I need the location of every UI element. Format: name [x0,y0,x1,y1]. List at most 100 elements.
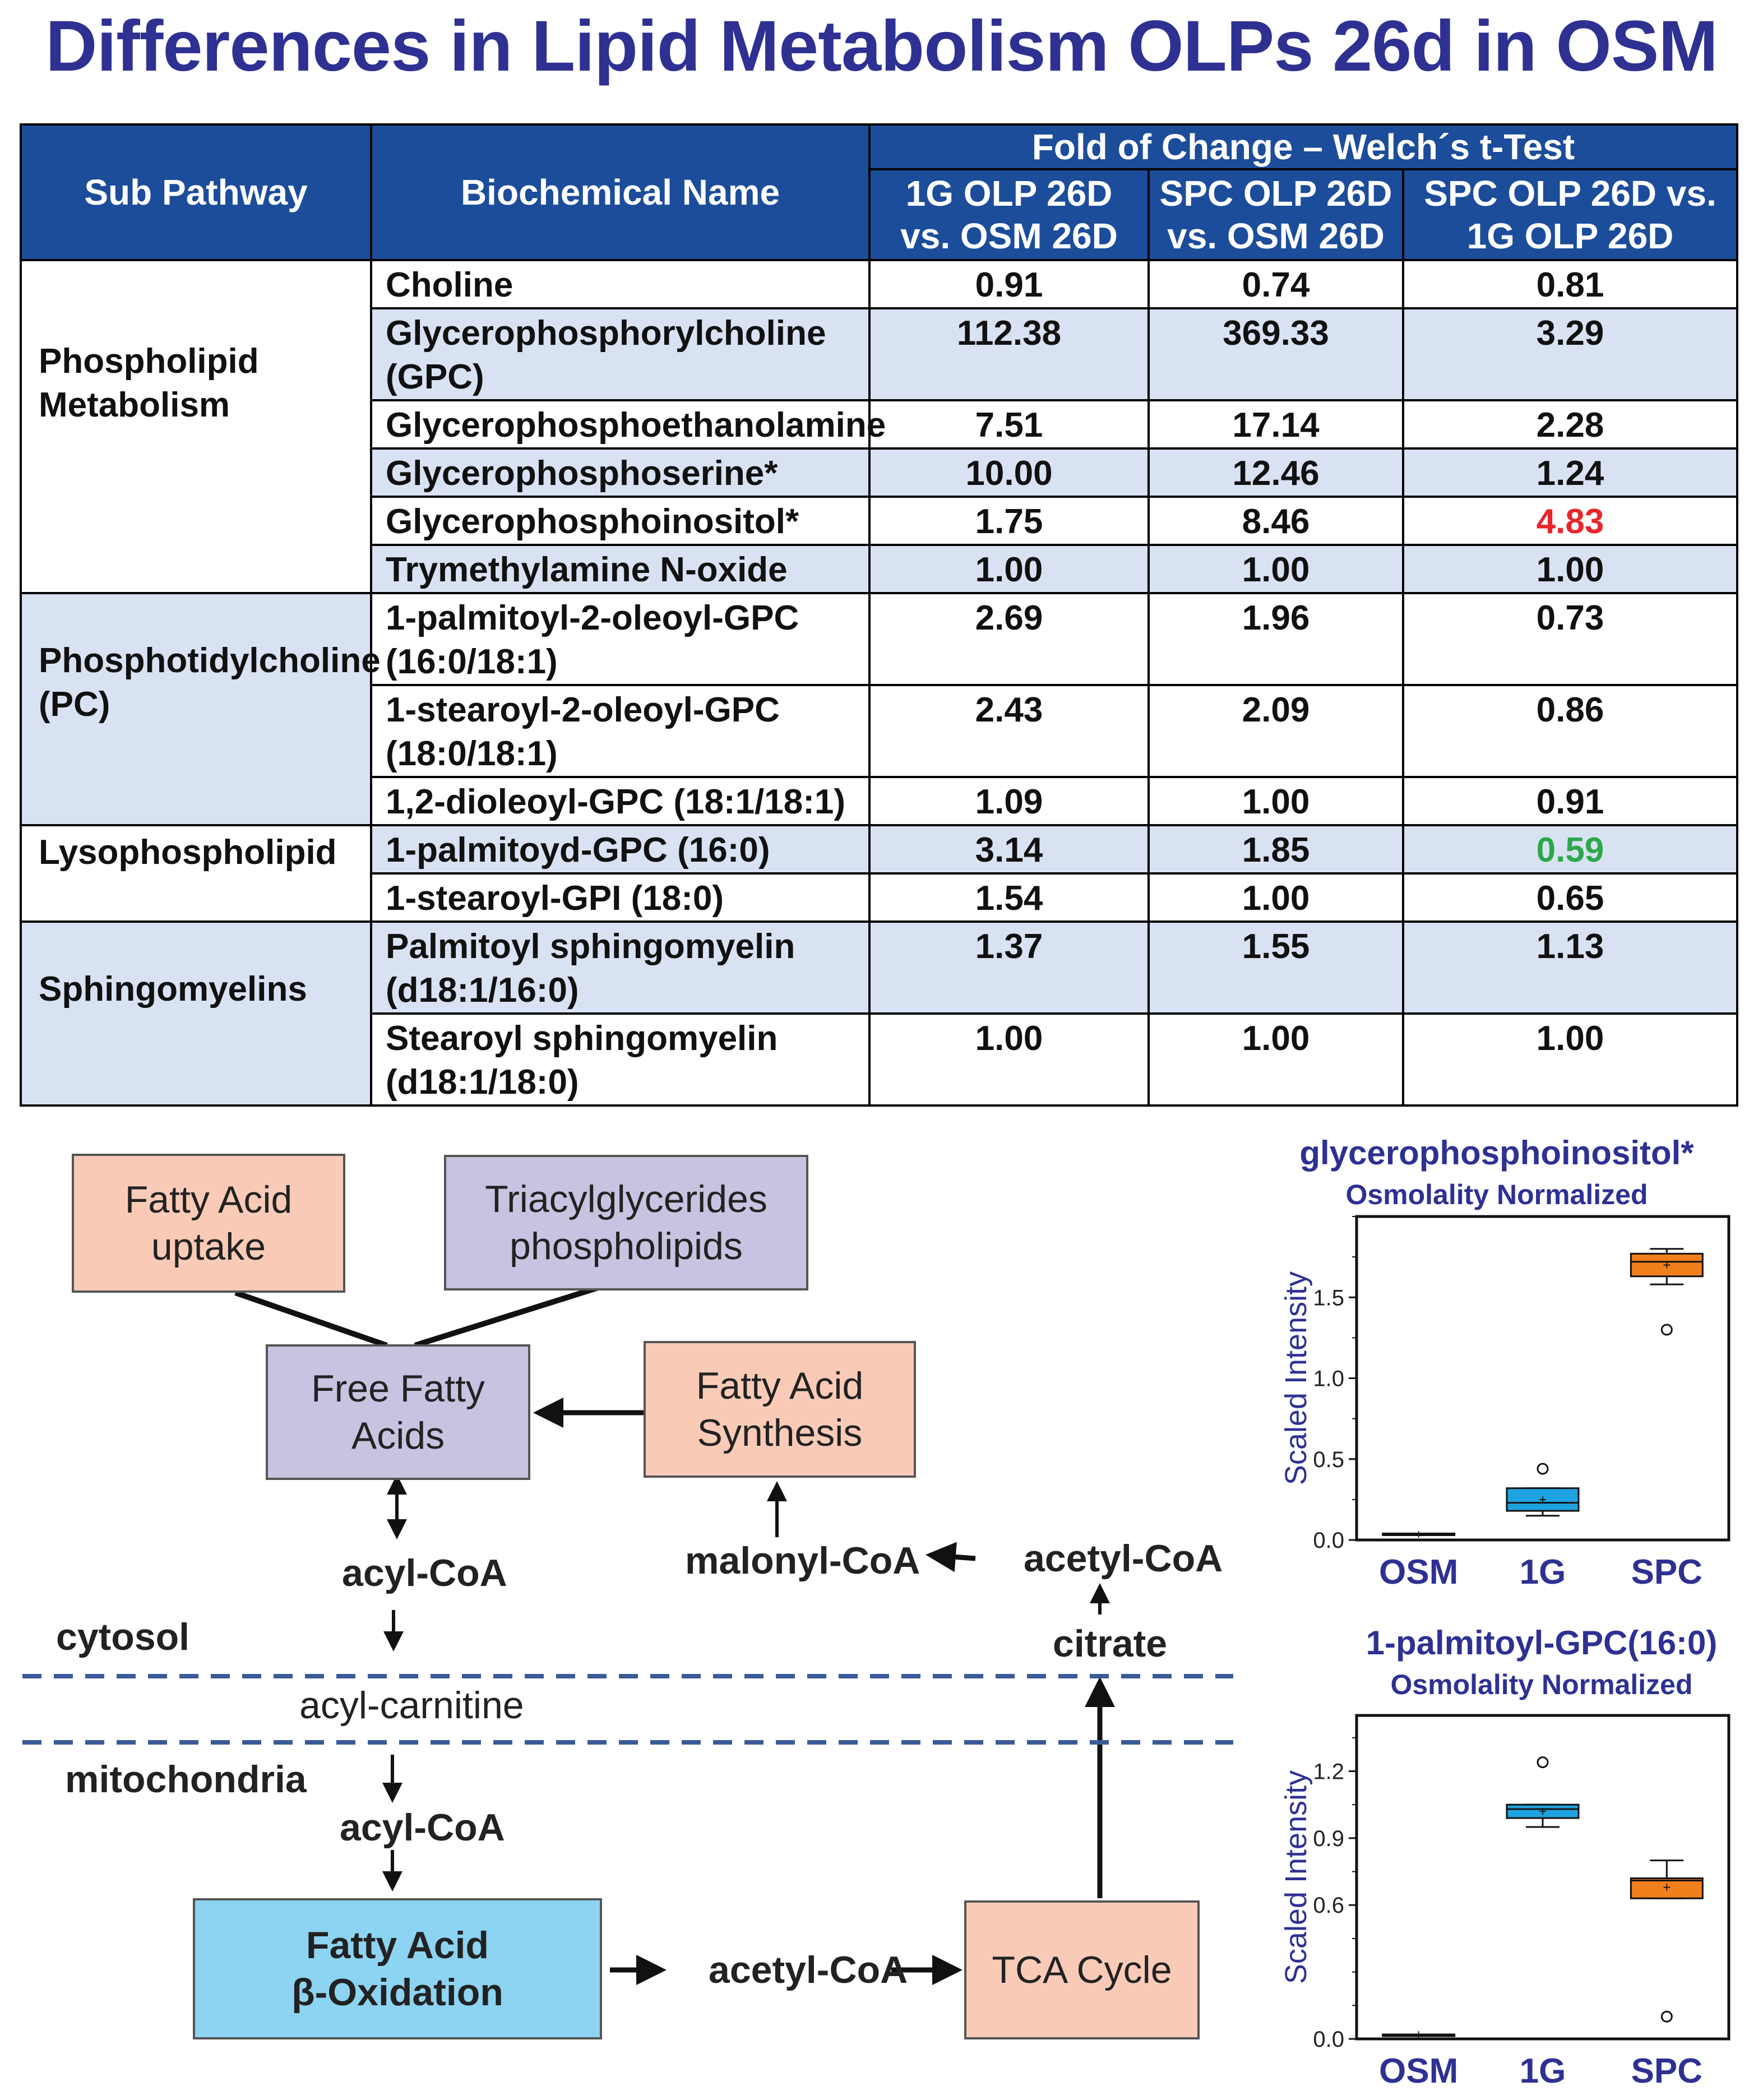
box-iqr [1506,1487,1580,1512]
pathway-connectors [22,1284,1233,1985]
table-row: Trymethylamine N-oxide 1.00 1.00 1.00 [21,544,1739,594]
row-value: 1.00 [868,544,1150,594]
y-tick-label: 1.2 [1313,1759,1344,1784]
box-iqr [1630,1877,1704,1899]
row-value: 1.00 [1147,776,1404,826]
row-name: Trymethylamine N-oxide [370,544,871,594]
chart-2-subtitle: Osmolality Normalized [1390,1669,1693,1700]
x-tick-label: OSM [1379,2052,1458,2090]
row-value: 1.75 [868,496,1150,546]
row-value-increase: 4.83 [1401,496,1739,546]
row-value: 369.33 [1147,307,1404,401]
arrow-acetyl-malonyl [926,1542,976,1572]
header-fold-change: Fold of Change – Welch´s t-Test [868,123,1739,170]
table-row: Glycerophosphoethanolamine 7.51 17.14 2.… [21,399,1739,450]
chart-1-subtitle: Osmolality Normalized [1345,1179,1648,1210]
table-row: Glycerophosphorylcholine(GPC) 112.38 369… [21,307,1739,401]
header-sub-pathway: Sub Pathway [20,123,372,261]
label-mitochondria: mitochondria [65,1758,307,1801]
row-value: 1.37 [868,921,1150,1015]
box-mean: + [1539,1492,1547,1507]
row-value: 10.00 [868,447,1150,498]
row-value: 1.96 [1147,592,1404,686]
label-citrate: citrate [1053,1622,1168,1665]
row-value: 0.91 [868,259,1150,309]
row-name: Glycerophosphorylcholine(GPC) [370,307,871,401]
row-name: 1-palmitoyl-2-oleoyl-GPC(16:0/18:1) [370,592,871,686]
row-value: 0.74 [1147,259,1404,309]
group-lysophospholipid: Lysophospholipid [20,824,372,923]
row-value: 1.24 [1401,447,1739,498]
row-value: 1.00 [1401,544,1739,594]
row-value: 17.14 [1147,399,1404,450]
row-value: 2.69 [868,592,1150,686]
y-tick-label: 0.0 [1313,1528,1344,1553]
label-acetyl-coa-cytosol: acetyl-CoA [1024,1537,1223,1580]
row-value: 1.00 [868,1012,1150,1107]
row-value-decrease: 0.59 [1401,824,1739,875]
box-mean: + [1663,1880,1671,1895]
row-value: 0.81 [1401,259,1739,309]
label-acyl-coa-cytosol: acyl-CoA [342,1552,507,1594]
y-tick-label: 0.9 [1313,1826,1344,1851]
page-title: Differences in Lipid Metabolism OLPs 26d… [45,6,1718,86]
y-axis-label: Scaled Intensity [1279,1271,1313,1485]
outlier-point [1537,1463,1549,1475]
group-phosphotidylcholine: Phosphotidylcholine(PC) [20,592,381,826]
row-value: 1.85 [1147,824,1404,875]
label-cytosol: cytosol [56,1616,190,1658]
y-tick-label: 0.5 [1313,1447,1344,1472]
x-tick-label: 1G [1520,1553,1566,1592]
plot-frame [1355,1714,1730,2041]
box-iqr [1630,1252,1704,1278]
row-name: Choline [370,259,871,309]
outlier-point [1537,1756,1549,1769]
table-row: Glycerophosphoinositol* 1.75 8.46 4.83 [21,496,1739,546]
box-mean: + [1539,1804,1547,1819]
row-name: 1-stearoyl-GPI (18:0) [370,872,871,923]
row-name: Glycerophosphoinositol* [370,496,871,546]
row-value: 2.09 [1147,684,1404,778]
row-value: 0.73 [1401,592,1739,686]
row-name: Palmitoyl sphingomyelin(d18:1/16:0) [370,921,871,1015]
box-tca-cycle: TCA Cycle [964,1900,1200,2039]
chart-1-title: glycerophosphoinositol* [1299,1134,1694,1172]
table-row: Stearoyl sphingomyelin(d18:1/18:0) 1.00 … [21,1012,1739,1107]
label-acyl-carnitine: acyl-carnitine [299,1684,524,1727]
y-tick-label: 0.6 [1313,1893,1344,1918]
table-row: Lysophospholipid 1-palmitoyd-GPC (16:0) … [20,824,1739,923]
row-value: 3.29 [1401,307,1739,401]
row-value: 2.28 [1401,399,1739,450]
row-value: 1.13 [1401,921,1739,1015]
row-value: 12.46 [1147,447,1404,498]
box-iqr [1506,1803,1580,1819]
x-tick-label: SPC [1631,1553,1702,1592]
y-tick-label: 1.0 [1313,1367,1344,1391]
header-biochemical-name: Biochemical Name [370,123,871,261]
label-malonyl-coa: malonyl-CoA [685,1539,920,1582]
fold-change-table: Sub Pathway Biochemical Name Fold of Cha… [20,123,1739,1107]
row-value: 0.91 [1401,776,1739,826]
row-name: Stearoyl sphingomyelin(d18:1/18:0) [370,1012,871,1107]
row-value: 7.51 [868,399,1150,450]
x-tick-label: SPC [1631,2052,1702,2090]
connector-uptake-ffa [234,1290,388,1348]
group-sphingomyelins: Sphingomyelins [20,921,372,1107]
y-axis-label: Scaled Intensity [1279,1770,1313,1984]
table-row: Sphingomyelins Palmitoyl sphingomyelin(d… [20,921,1739,1107]
label-acetyl-coa-mito: acetyl-CoA [709,1949,908,1991]
x-tick-label: OSM [1379,1553,1458,1592]
row-name: 1,2-dioleoyl-GPC (18:1/18:1) [370,776,871,826]
box-mean: + [1415,1527,1423,1542]
table-row: Glycerophosphoserine* 10.00 12.46 1.24 [21,447,1739,498]
row-value: 1.00 [1147,1012,1404,1107]
y-tick-label: 1.5 [1313,1285,1344,1310]
box-fatty-acid-uptake: Fatty Acid uptake [72,1154,345,1293]
